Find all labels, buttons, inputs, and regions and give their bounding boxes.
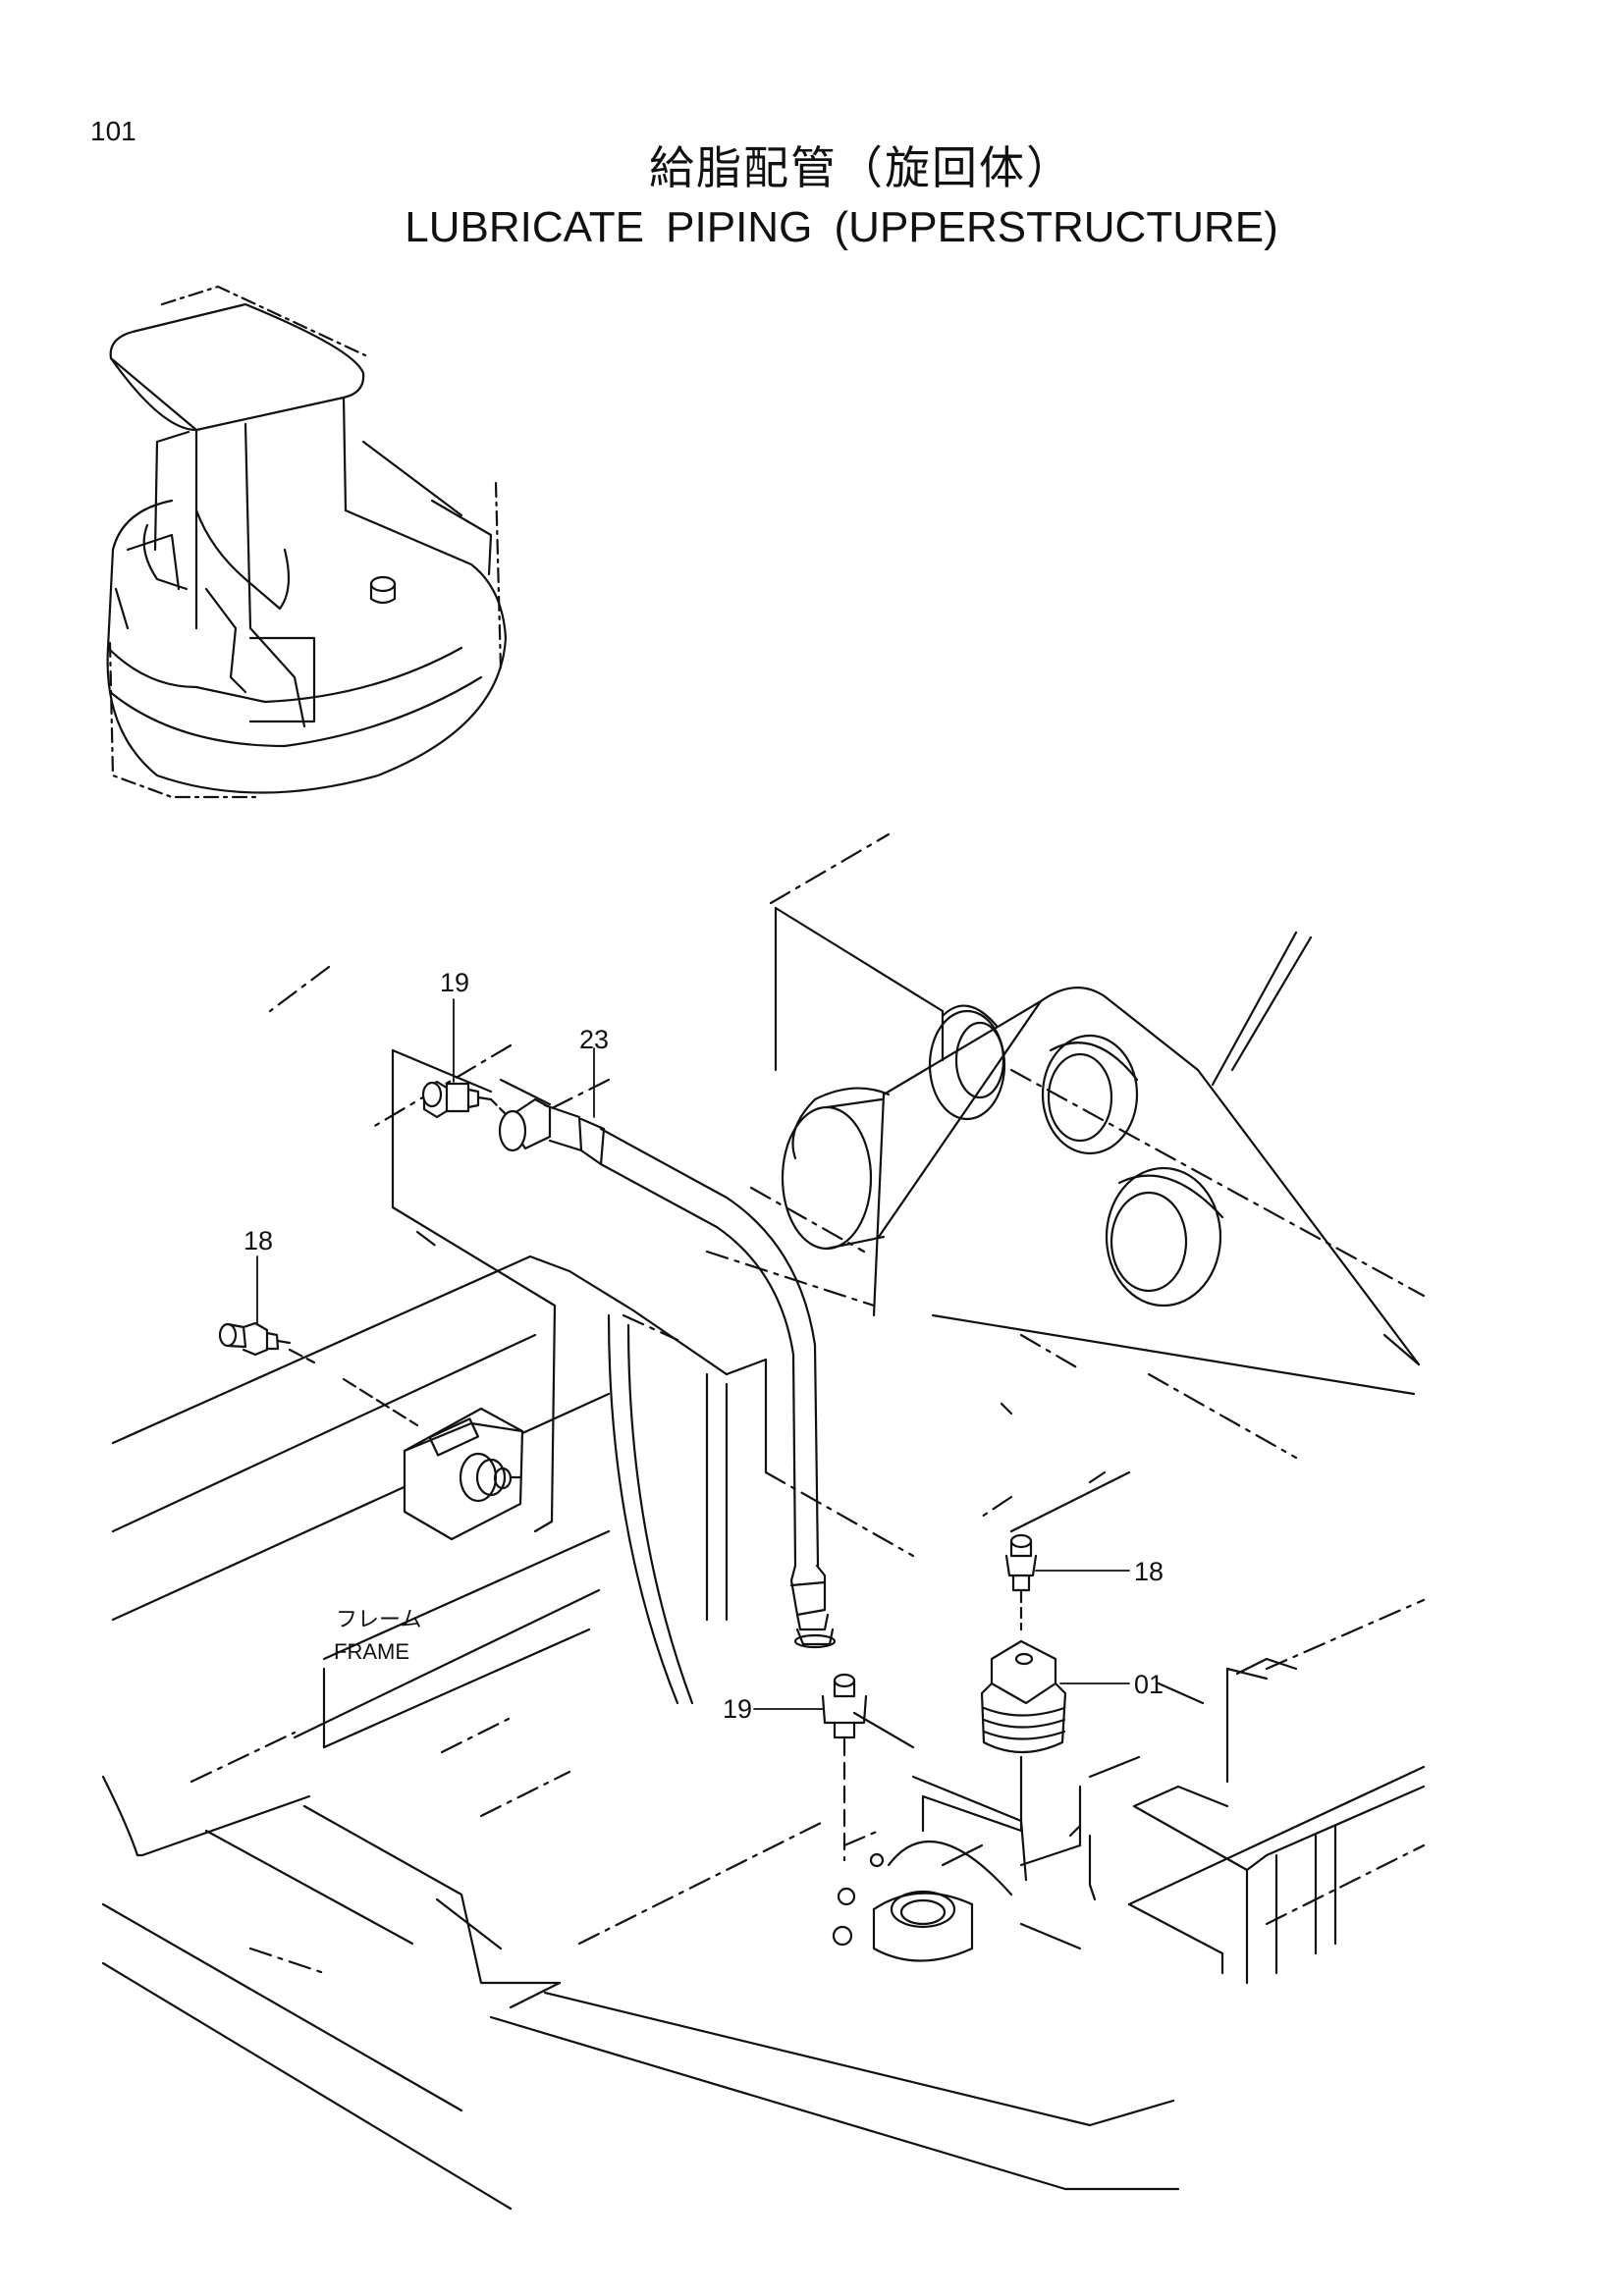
socket-boss	[872, 1794, 1023, 1962]
adapter-01	[980, 1639, 1067, 1833]
grease-fitting-19-top	[421, 1080, 493, 1119]
callout-18-left: 18	[244, 1226, 273, 1255]
page-title-japanese: 給脂配管（旋回体）	[649, 141, 1073, 194]
hose-23	[498, 1097, 837, 1649]
grease-fitting-18-left	[218, 1321, 419, 1427]
grease-fitting-19-bottom	[821, 1673, 885, 1947]
callout-19-bottom: 19	[723, 1694, 752, 1724]
title-block: 給脂配管（旋回体） LUBRICATE PIPING (UPPERSTRUCTU…	[0, 133, 1624, 252]
callout-18-right: 18	[1134, 1557, 1164, 1586]
frame-label-japanese: フレーム	[336, 1608, 421, 1632]
upperstructure-frame-drawing	[101, 832, 1426, 2211]
callout-01: 01	[1134, 1670, 1164, 1699]
machine-thumbnail	[106, 285, 508, 799]
frame-label-english: FRAME	[334, 1639, 409, 1664]
page-title-english: LUBRICATE PIPING (UPPERSTRUCTURE)	[405, 203, 1278, 251]
grease-fitting-18-right	[1004, 1533, 1038, 1631]
callout-19-top: 19	[440, 968, 469, 997]
page-number: 101	[90, 116, 136, 146]
callout-23: 23	[579, 1025, 609, 1054]
